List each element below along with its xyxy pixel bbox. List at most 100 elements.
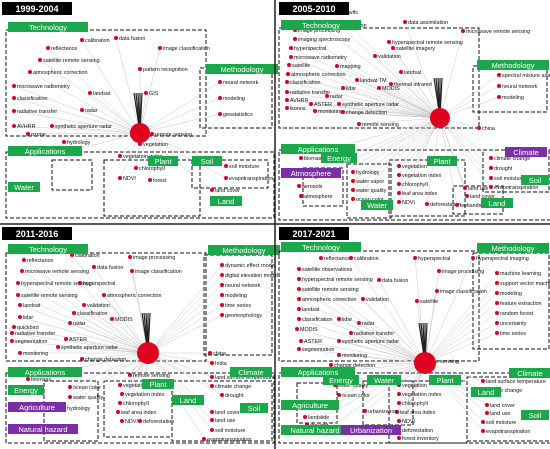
edge (117, 352, 149, 413)
tech-label-synthetic-aperture-radar: synthetic aperture radar (342, 339, 399, 345)
category-soil-bg (192, 156, 222, 166)
tech-label-hyperspectral: hyperspectral (418, 256, 450, 262)
category-natural-hazard: Natural hazard (18, 425, 67, 434)
period-title: 2017-2021 (292, 229, 335, 239)
app-label-chlorophyll: chlorophyll (139, 166, 165, 172)
edge (330, 362, 426, 366)
category-climate-bg (509, 368, 550, 378)
edge (424, 257, 474, 364)
group-box (278, 250, 480, 362)
edge (139, 47, 161, 134)
tech-node (82, 303, 86, 307)
hub-node (130, 123, 150, 143)
edge (147, 304, 223, 354)
tech-label-radiative-transfer: radiative transfer (17, 109, 57, 115)
tech-label-radar: radar (362, 321, 375, 327)
edge (300, 340, 426, 364)
tech-label-image-processing: image processing (442, 269, 484, 275)
edge (338, 354, 426, 364)
app-label-climate-change: climate change (215, 384, 251, 390)
app-node (224, 176, 228, 180)
tech-label-validation: validation (378, 54, 401, 60)
edge (338, 340, 426, 364)
app-label-water-quality: water quality (337, 383, 369, 389)
category-methodology-bg (206, 64, 278, 74)
tech-node (287, 63, 291, 67)
tech-node (88, 91, 92, 95)
method-node (495, 281, 499, 285)
app-node (148, 178, 152, 182)
app-node (303, 415, 307, 419)
edge (424, 362, 484, 432)
category-plant-bg (427, 156, 457, 166)
tech-node (56, 345, 60, 349)
period-title: 1999-2004 (15, 4, 58, 14)
app-node (397, 173, 401, 177)
app-label-vegetation: vegetation (402, 164, 427, 170)
app-label-soil-moisture: soil moisture (229, 164, 259, 170)
tech-label-calibration: calibration (75, 253, 100, 259)
method-label-geomorphology: geomorphology (225, 313, 262, 319)
category-water: Water (367, 201, 387, 210)
category-energy: Energy (14, 386, 38, 395)
edge (63, 352, 149, 409)
tech-label-monitoring: monitoring (23, 351, 48, 357)
tech-label-landsat: landsat (23, 303, 41, 309)
category-methodology: Methodology (492, 244, 535, 253)
tech-label-modis: MODIS (382, 86, 400, 92)
category-soil: Soil (529, 411, 542, 420)
tech-node (64, 337, 68, 341)
app-label-drought: drought (494, 166, 513, 172)
edge (424, 322, 498, 364)
method-node (497, 73, 501, 77)
edge (298, 268, 426, 364)
period-title: 2005-2010 (292, 4, 335, 14)
app-label-evapotranspiration: evapotranspiration (494, 185, 538, 191)
tech-label-change-detection: change detection (346, 110, 387, 116)
app-label-land-use: land use (215, 418, 235, 424)
app-node (485, 403, 489, 407)
edge (139, 113, 221, 134)
hub-node (414, 352, 436, 374)
tech-label-thermal-infrared: thermal infrared (394, 82, 432, 88)
category-natural-hazard-bg (281, 425, 349, 435)
tech-label-satellite: satellite (420, 299, 438, 305)
app-node (68, 385, 72, 389)
method-label-modeling: modeling (502, 95, 524, 101)
category-land: Land (218, 197, 235, 206)
category-land-bg (481, 198, 513, 208)
app-node (299, 156, 303, 160)
edge (147, 294, 223, 354)
method-label-time-series: time series (500, 331, 526, 337)
category-energy-bg (8, 385, 44, 395)
tech-node (329, 363, 333, 367)
tech-label-imaging-spectroscopy: imaging spectroscopy (298, 37, 350, 43)
edge (13, 125, 141, 134)
tech-node (285, 80, 289, 84)
tech-node (373, 54, 377, 58)
edge (298, 318, 426, 364)
app-node (489, 156, 493, 160)
tech-node (295, 327, 299, 331)
app-node (26, 377, 30, 381)
edge (350, 332, 426, 364)
panel-2005-2010: seawifsreflectancecalibrationdata assimi… (278, 2, 550, 221)
category-land: Land (180, 396, 197, 405)
method-node (495, 321, 499, 325)
category-technology: Technology (302, 21, 340, 30)
edge (17, 294, 149, 354)
tech-node (92, 265, 96, 269)
category-climate: Climate (513, 148, 538, 157)
category-climate-bg (230, 367, 272, 377)
edge (350, 257, 426, 364)
edge (439, 96, 500, 119)
app-label-aerosols: aerosols (302, 184, 323, 190)
category-applications: Applications (298, 145, 339, 154)
edge (69, 352, 149, 388)
category-applications-bg (8, 367, 82, 377)
edge (287, 73, 441, 119)
edge (290, 56, 441, 119)
